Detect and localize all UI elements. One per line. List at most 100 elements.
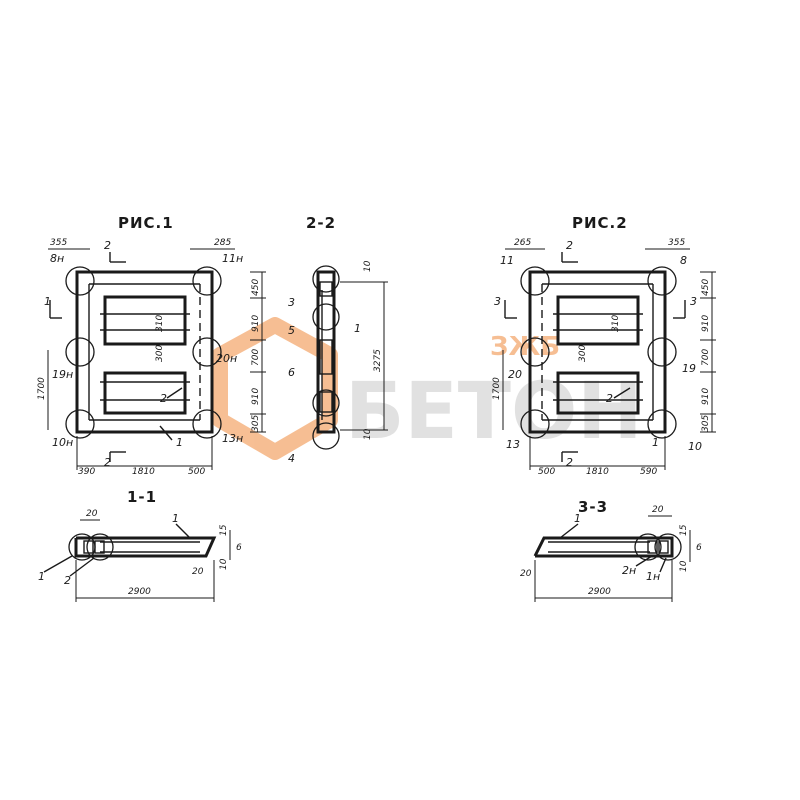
fig1-cut-1-side: 1 [44, 295, 51, 308]
fig2-mark-19: 19 [682, 362, 696, 375]
sec11-title: 1-1 [127, 488, 157, 506]
section-1-1: 1-1 20 1 1 2 15 6 10 20 2900 [38, 488, 242, 602]
sec22-circle-2 [312, 303, 340, 331]
fig1-dim-right-2: 910 [251, 315, 261, 332]
fig2-title: РИС.2 [572, 214, 628, 232]
fig1-dim-top-right: 285 [214, 238, 231, 248]
sec22-title: 2-2 [306, 214, 336, 232]
fig1-dim-inner-2: 300 [155, 345, 165, 362]
section-2-2: 2-2 3 5 1 6 4 3275 10 10 [288, 214, 388, 465]
fig1-mark-2: 2 [160, 392, 167, 405]
sec33-slab-profile [533, 536, 674, 558]
sec33-dim-6: 6 [696, 543, 702, 553]
fig1-mark-8n: 8н [50, 252, 64, 265]
sec33-mark-2n: 2н [622, 564, 636, 577]
fig2-mark-8: 8 [680, 254, 687, 267]
sec33-dim-10: 10 [679, 560, 689, 572]
sec33-dim-length: 2900 [588, 587, 611, 597]
sec22-dim-bottom: 10 [363, 428, 373, 440]
sec11-slab-profile [74, 536, 217, 558]
fig1-dim-left-height: 1700 [37, 377, 47, 400]
fig1-cut-2-top: 2 [104, 239, 111, 252]
fig2-dim-right-4: 910 [701, 388, 711, 405]
fig2-mark-10: 10 [688, 440, 702, 453]
fig1-dim-bottom-2: 1810 [132, 467, 155, 477]
fig2-dim-right-3: 700 [701, 349, 711, 366]
fig1-detail-circle-tl [65, 266, 95, 296]
fig2-dim-inner-2: 300 [578, 345, 588, 362]
fig2-cut-2-top: 2 [566, 239, 573, 252]
fig2-mark-20: 20 [508, 368, 522, 381]
fig2-dim-inner-1: 310 [611, 315, 621, 332]
sec33-dim-15: 15 [679, 524, 689, 536]
fig2-mark-13: 13 [506, 438, 520, 451]
sec22-circle-1 [312, 265, 340, 293]
fig2-dim-right-2: 910 [701, 315, 711, 332]
fig1-detail-circle-mr [192, 337, 222, 367]
fig1-mark-1: 1 [176, 436, 183, 449]
sec33-circle-2 [654, 533, 682, 561]
sec33-mark-1n: 1н [646, 570, 660, 583]
fig1-mark-11n: 11н [222, 252, 243, 265]
figure-1: РИС.1 355 285 8н 11н 2 1 [37, 214, 266, 477]
fig2-panel-outline [528, 270, 667, 434]
figure-2: РИС.2 265 355 11 8 2 3 3 1 700 [492, 214, 716, 477]
fig2-dim-top-right: 355 [668, 238, 685, 248]
sec22-dim-top: 10 [363, 260, 373, 272]
fig1-dim-inner-1: 310 [155, 315, 165, 332]
fig2-detail-circle-ml [520, 337, 550, 367]
watermark-small: ЗЖБ [490, 332, 560, 362]
sec22-circle-4 [312, 422, 340, 450]
sec11-dim-length: 2900 [128, 587, 151, 597]
fig1-mark-20n: 20н [216, 352, 237, 365]
fig2-detail-circle-br [647, 409, 677, 439]
fig1-dim-top-left: 355 [50, 238, 67, 248]
sec33-mark-1: 1 [574, 512, 581, 525]
sec22-mark-5: 5 [288, 324, 295, 337]
section-3-3: 3-3 1 20 2н 1н 15 6 10 20 2900 [520, 498, 702, 602]
fig1-panel-outline [75, 270, 214, 434]
sec11-dim-6: 6 [236, 543, 242, 553]
fig1-dim-right-4: 910 [251, 388, 261, 405]
sec22-mark-6: 6 [288, 366, 295, 379]
fig1-title: РИС.1 [118, 214, 174, 232]
fig1-mark-19n: 19н [52, 368, 73, 381]
fig2-mark-11: 11 [500, 254, 514, 267]
sec22-mark-1: 1 [354, 322, 361, 335]
fig2-detail-circle-tr [647, 266, 677, 296]
fig2-detail-circle-bl [520, 409, 550, 439]
fig1-mark-13n: 13н [222, 432, 243, 445]
fig2-detail-circle-mr [647, 337, 677, 367]
fig2-mark-2: 2 [606, 392, 613, 405]
fig2-opening-upper [556, 295, 640, 346]
fig2-cut-3-right: 3 [690, 295, 697, 308]
fig2-dim-right-1: 450 [701, 279, 711, 296]
fig1-opening-lower [103, 371, 187, 415]
sec33-title: 3-3 [578, 498, 608, 516]
fig1-dim-bottom-1: 390 [78, 467, 95, 477]
sec22-mark-3: 3 [288, 296, 295, 309]
fig1-detail-circle-bl [65, 409, 95, 439]
sec11-circle-1 [68, 533, 96, 561]
fig1-detail-circle-tr [192, 266, 222, 296]
sec33-dim-20-bottom: 20 [520, 569, 532, 579]
fig1-detail-circle-br [192, 409, 222, 439]
fig2-dim-bottom-2: 1810 [586, 467, 609, 477]
fig2-dim-top-left: 265 [514, 238, 531, 248]
fig1-cut-2-bottom: 2 [104, 456, 111, 469]
fig2-mark-1: 1 [652, 436, 659, 449]
sec22-dim-total: 3275 [373, 349, 383, 372]
fig1-dim-right-1: 450 [251, 279, 261, 296]
sec11-dim-20-top: 20 [86, 509, 98, 519]
sec22-section-outline [316, 270, 336, 434]
fig1-dim-right-5: 305 [251, 415, 261, 432]
sec11-circle-2 [86, 533, 114, 561]
fig2-cut-3-left: 3 [494, 295, 501, 308]
fig1-dim-bottom-3: 500 [188, 467, 205, 477]
fig1-detail-circle-ml [65, 337, 95, 367]
sec11-mark-1-top: 1 [172, 512, 179, 525]
sec33-dim-20-top: 20 [652, 505, 664, 515]
fig2-dim-bottom-1: 500 [538, 467, 555, 477]
fig2-detail-circle-tl [520, 266, 550, 296]
fig1-mark-10n: 10н [52, 436, 73, 449]
